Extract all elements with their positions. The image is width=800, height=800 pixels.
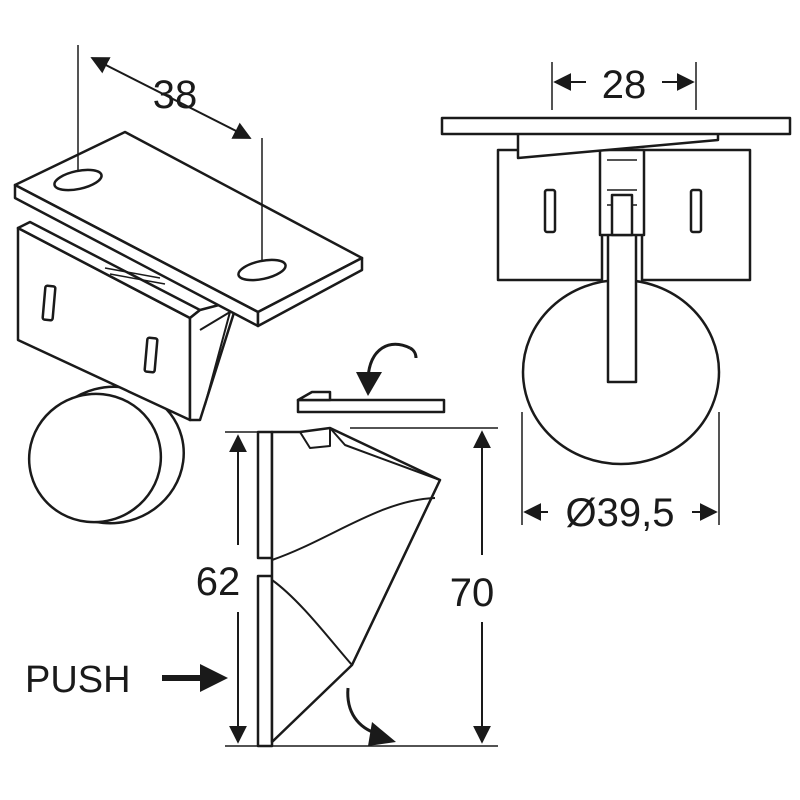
iso-wheel — [27, 385, 185, 525]
curved-arrow-left-icon — [366, 342, 411, 379]
dim-70 — [272, 427, 498, 747]
folded-view: 62 70 PUSH — [25, 342, 498, 748]
dim-28-label: 28 — [602, 63, 647, 107]
dim-diameter — [521, 412, 720, 525]
dim-70-label: 70 — [450, 571, 495, 615]
dim-38-arrow — [90, 57, 252, 139]
dim-38 — [77, 45, 263, 262]
dim-28 — [551, 62, 697, 110]
front-stem — [606, 228, 638, 384]
dim-62 — [225, 431, 258, 747]
dim-diameter-label: Ø39,5 — [566, 491, 675, 535]
front-hinge — [598, 148, 646, 237]
folded-body — [270, 426, 442, 744]
iso-bracket — [16, 220, 240, 422]
dim-38-label: 38 — [153, 73, 198, 117]
front-top-plate — [440, 116, 792, 136]
isometric-view: 38 — [13, 45, 364, 525]
folded-plate — [296, 398, 446, 414]
arrow-right-icon — [162, 664, 228, 692]
folded-bar-top — [256, 430, 274, 560]
push-label: PUSH — [25, 659, 131, 701]
iso-top-plate — [13, 130, 364, 328]
folded-bar-bottom — [256, 574, 274, 748]
front-view: 28 Ø39,5 — [440, 62, 792, 535]
dim-62-label: 62 — [196, 560, 241, 604]
